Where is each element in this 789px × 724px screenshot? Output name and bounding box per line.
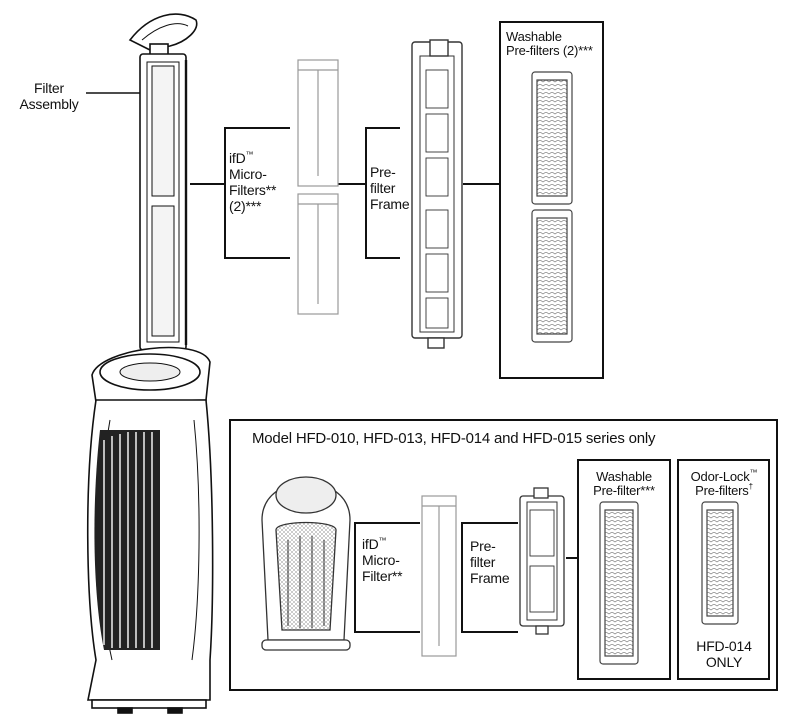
- ifd-micro-filters-label: ifD™ Micro- Filters** (2)***: [229, 150, 277, 214]
- ifd-micro-filters-illustration: [297, 59, 339, 315]
- inset-washable-prefilter-label: Washable Pre-filter***: [593, 469, 655, 498]
- inset-prefilter-frame-illustration: [519, 487, 565, 635]
- hfd014-only-label: HFD-014 ONLY: [696, 638, 752, 670]
- prefilter-frame-label: Pre- filter Frame: [370, 164, 410, 212]
- inset-ifd-micro-filter-illustration: [421, 495, 457, 657]
- inset-washable-prefilter-illustration: [599, 501, 639, 665]
- inset-washable-prefilter-box: [577, 459, 671, 680]
- inset-title: Model HFD-010, HFD-013, HFD-014 and HFD-…: [252, 430, 656, 447]
- inset-prefilter-frame-label: Pre- filter Frame: [470, 538, 510, 586]
- inset-odor-lock-illustration: [701, 501, 739, 625]
- inset-ifd-micro-filter-label: ifD™ Micro- Filter**: [362, 536, 403, 584]
- washable-prefilters-label: Washable Pre-filters (2)***: [506, 29, 593, 58]
- prefilter-frame-illustration: [411, 39, 463, 349]
- washable-prefilters-box: [499, 21, 604, 379]
- compact-purifier-illustration: [261, 476, 351, 651]
- connector-lines-inset: [354, 522, 578, 633]
- washable-prefilters-illustration: [531, 71, 573, 343]
- filter-assembly-label: Filter Assembly: [19, 80, 79, 112]
- inset-odor-lock-label: Odor-Lock™ Pre-filters†: [690, 468, 758, 498]
- connector-lines-top: [190, 127, 500, 259]
- tower-purifier-illustration: [86, 13, 214, 714]
- inset-panel: [229, 419, 778, 691]
- inset-odor-lock-box: [677, 459, 770, 680]
